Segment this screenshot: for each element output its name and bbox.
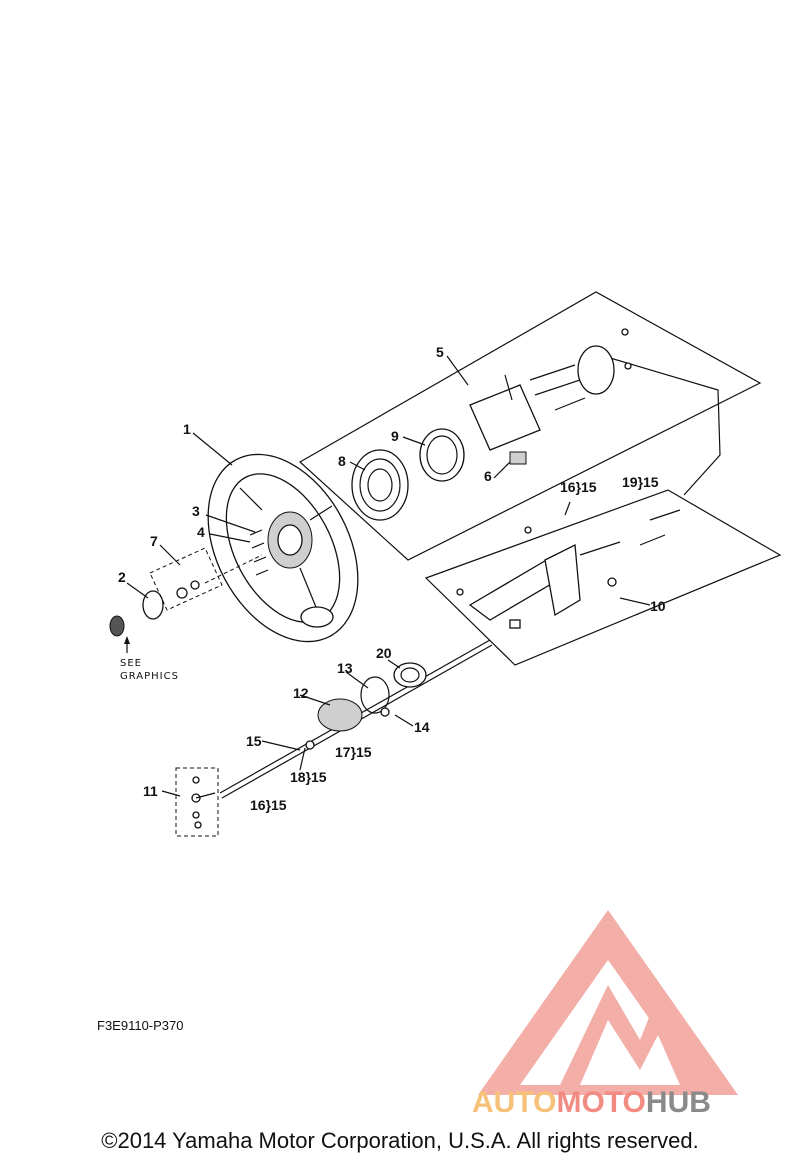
leader-lines (126, 355, 651, 797)
callout-7: 7 (150, 533, 158, 549)
callout-8: 8 (338, 453, 346, 469)
callout-9: 9 (391, 428, 399, 444)
ref-17-15: 17}15 (335, 744, 372, 760)
callout-6: 6 (484, 468, 492, 484)
figure-code: F3E9110-P370 (97, 1018, 184, 1033)
watermark-auto: AUTO (472, 1086, 556, 1119)
see-graphics-line2: GRAPHICS (120, 671, 179, 682)
frame-assembly-10 (424, 489, 782, 666)
callout-10: 10 (650, 598, 666, 614)
helm-assembly (456, 509, 681, 629)
callout-20: 20 (376, 645, 392, 661)
cable-end-linkage (175, 767, 219, 837)
watermark-text: AUTOMOTOHUB (472, 1086, 711, 1119)
callout-3: 3 (192, 503, 200, 519)
ref-16-15-bottom: 16}15 (250, 797, 287, 813)
callout-4: 4 (197, 524, 205, 540)
watermark-hub: HUB (646, 1086, 711, 1119)
automotohub-logo (478, 910, 738, 1095)
frame-assembly-5 (298, 291, 762, 561)
callout-11: 11 (143, 783, 158, 799)
ref-18-15: 18}15 (290, 769, 327, 785)
callout-13: 13 (337, 660, 353, 676)
hub-parts (109, 529, 269, 653)
callout-2: 2 (118, 569, 126, 585)
callout-1: 1 (183, 421, 191, 437)
column-assembly (469, 328, 632, 451)
logo-triangle-inner (520, 960, 696, 1085)
copyright-notice: ©2014 Yamaha Motor Corporation, U.S.A. A… (101, 1128, 699, 1153)
bellows-and-ring (351, 428, 527, 521)
ref-16-15-top: 16}15 (560, 479, 597, 495)
steering-wheel (207, 453, 359, 643)
callout-15: 15 (246, 733, 262, 749)
callout-12: 12 (293, 685, 309, 701)
connector-line (599, 354, 721, 496)
ref-19-15: 19}15 (622, 474, 659, 490)
watermark-moto: MOTO (556, 1086, 645, 1119)
steering-cable (219, 639, 493, 799)
callout-14: 14 (414, 719, 430, 735)
logo-m-shape (560, 985, 700, 1085)
callout-5: 5 (436, 344, 444, 360)
see-graphics-line1: SEE (120, 658, 142, 669)
